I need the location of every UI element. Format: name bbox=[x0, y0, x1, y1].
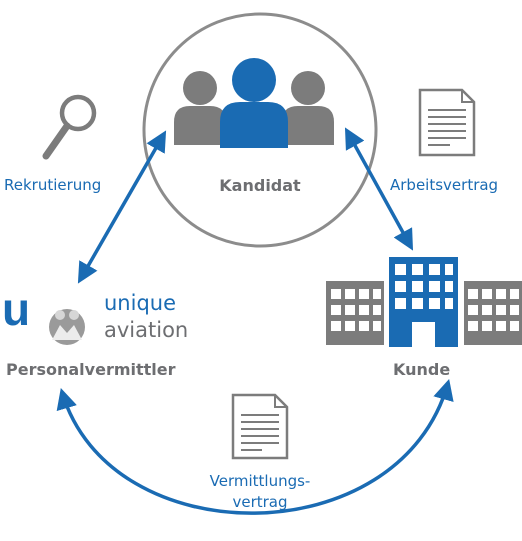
magnifier-icon bbox=[42, 94, 97, 160]
arrow-employment-contract bbox=[344, 127, 414, 251]
arrow-placement-contract bbox=[56, 378, 454, 515]
arrow-recruiting bbox=[77, 130, 167, 284]
document-icon-bottom bbox=[231, 393, 289, 460]
people-icon bbox=[174, 58, 334, 148]
logo-mark: u bbox=[2, 283, 31, 335]
client-label: Kunde bbox=[393, 360, 451, 379]
candidate-label: Kandidat bbox=[219, 176, 301, 195]
employment-contract-label: Arbeitsvertrag bbox=[390, 176, 499, 194]
recruiter-label: Personalvermittler bbox=[6, 360, 176, 379]
logo-icon bbox=[49, 309, 85, 345]
placement-contract-label-line1: Vermittlungs- bbox=[209, 472, 311, 490]
recruiting-label: Rekrutierung bbox=[4, 176, 102, 194]
buildings-icon bbox=[326, 257, 522, 347]
document-icon-top bbox=[418, 88, 476, 157]
logo-line2: aviation bbox=[104, 318, 189, 342]
placement-contract-label-line2: vertrag bbox=[232, 493, 288, 511]
logo-line1: unique bbox=[104, 291, 177, 315]
